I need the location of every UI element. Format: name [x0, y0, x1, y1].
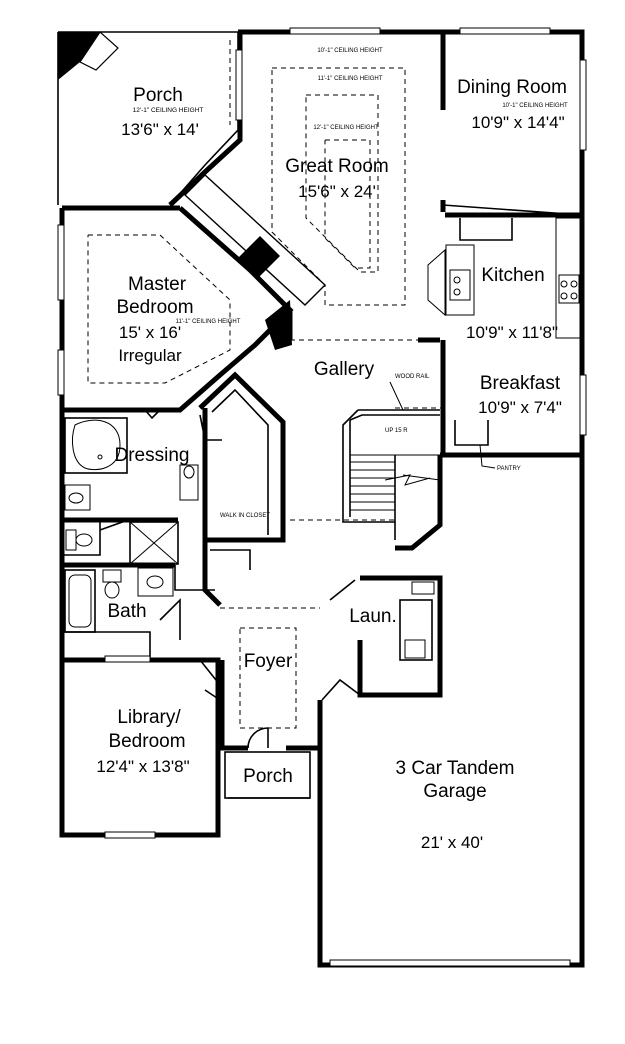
library-line1: Library/	[117, 707, 181, 728]
great-room-ceiling-2: 11'-1" CEILING HEIGHT	[318, 76, 383, 82]
dressing-name: Dressing	[115, 445, 190, 466]
great-room-name: Great Room	[285, 156, 388, 177]
library-bedroom: Library/ Bedroom 12'4" x 13'8"	[96, 655, 190, 839]
library-line2: Bedroom	[108, 731, 185, 752]
library-size: 12'4" x 13'8"	[96, 757, 189, 776]
laundry-name: Laun.	[349, 606, 397, 627]
porch-top-name: Porch	[133, 85, 183, 106]
dining-room-name: Dining Room	[457, 77, 567, 98]
master-bedroom-line1: Master	[128, 274, 187, 295]
gallery-name: Gallery	[314, 359, 375, 380]
great-room-size: 15'6" x 24'	[298, 182, 376, 201]
bath-name: Bath	[107, 601, 146, 622]
kitchen-name: Kitchen	[481, 265, 544, 286]
garage: 3 Car Tandem Garage 21' x 40'	[317, 700, 571, 967]
master-bedroom-line2: Bedroom	[116, 297, 193, 318]
master-bedroom-size: 15' x 16'	[119, 323, 181, 342]
great-room-ceiling-1: 10'-1" CEILING HEIGHT	[317, 48, 383, 54]
breakfast: Breakfast 10'9" x 7'4" PANTRY	[440, 340, 587, 472]
porch-top-room: Porch 12'-1" CEILING HEIGHT 13'6" x 14'	[57, 32, 231, 200]
porch-top-size: 13'6" x 14'	[121, 120, 199, 139]
bath: Bath	[62, 562, 215, 660]
dining-room-ceiling: 10'-1" CEILING HEIGHT	[502, 103, 568, 109]
dressing: Dressing	[59, 409, 222, 523]
master-bedroom-ceiling: 11'-1" CEILING HEIGHT	[176, 319, 241, 325]
gallery: Gallery WOOD RAIL UP 15 R	[287, 310, 443, 551]
kitchen: Kitchen 10'9" x 11'8"	[418, 212, 582, 343]
garage-line1: 3 Car Tandem	[396, 758, 515, 779]
master-bedroom: Master Bedroom 11'-1" CEILING HEIGHT 15'…	[57, 206, 294, 413]
dining-room: Dining Room 10'-1" CEILING HEIGHT 10'9" …	[457, 27, 587, 151]
porch-top-ceiling: 12'-1" CEILING HEIGHT	[133, 107, 204, 114]
dining-room-size: 10'9" x 14'4"	[471, 113, 564, 132]
pantry-label: PANTRY	[497, 466, 521, 472]
laundry: Laun.	[321, 575, 443, 701]
garage-size: 21' x 40'	[421, 833, 483, 852]
walk-in-closet: WALK IN CLOSET	[198, 371, 286, 543]
walk-in-closet-label: WALK IN CLOSET	[220, 513, 270, 519]
great-room-ceiling-3: 12'-1" CEILING HEIGHT	[313, 125, 379, 131]
foyer-name: Foyer	[244, 651, 293, 672]
porch-front: Porch	[224, 751, 311, 799]
porch-front-name: Porch	[243, 766, 293, 787]
corner-column	[58, 32, 100, 80]
great-room: 10'-1" CEILING HEIGHT 11'-1" CEILING HEI…	[168, 27, 583, 350]
kitchen-size: 10'9" x 11'8"	[466, 323, 558, 342]
stair-label: UP 15 R	[385, 428, 408, 434]
breakfast-size: 10'9" x 7'4"	[478, 398, 562, 417]
garage-line2: Garage	[423, 781, 486, 802]
wood-rail-label: WOOD RAIL	[395, 374, 430, 380]
breakfast-name: Breakfast	[480, 373, 561, 394]
master-bedroom-note: Irregular	[118, 346, 182, 365]
